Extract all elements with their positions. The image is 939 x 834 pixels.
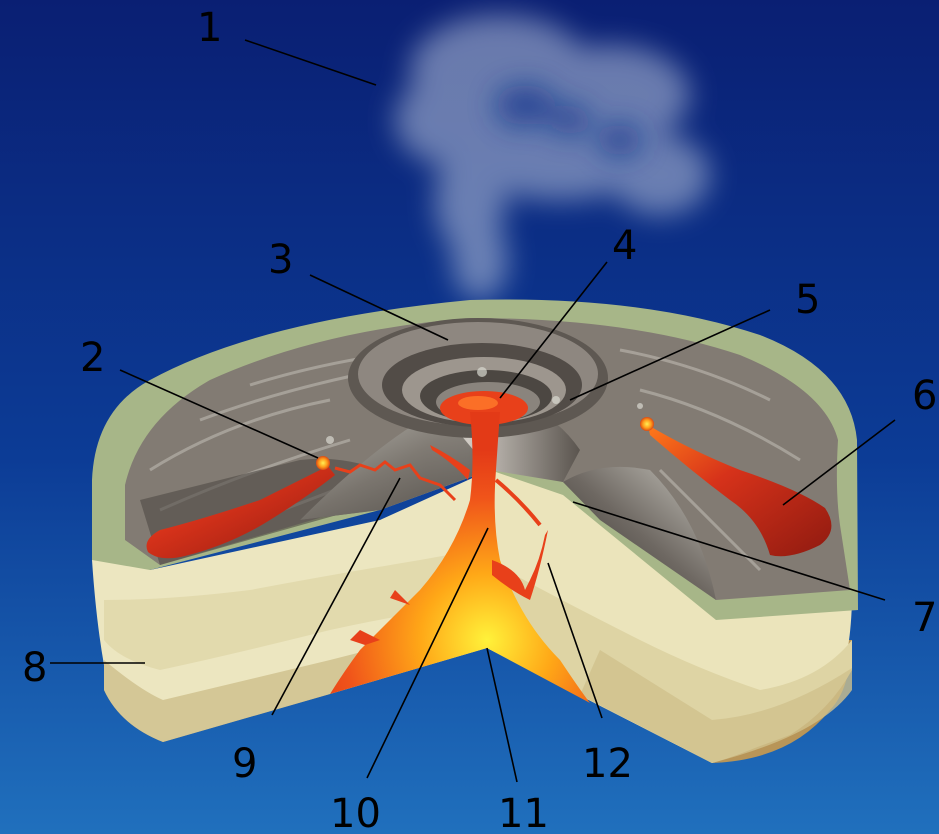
label-1: 1 (197, 8, 222, 48)
label-11: 11 (498, 794, 549, 834)
label-4: 4 (612, 226, 637, 266)
label-2: 2 (80, 338, 105, 378)
label-7: 7 (912, 598, 937, 638)
label-3: 3 (268, 240, 293, 280)
label-8: 8 (22, 648, 47, 688)
left-vent (316, 456, 330, 470)
label-10: 10 (330, 794, 381, 834)
label-6: 6 (912, 376, 937, 416)
label-5: 5 (795, 280, 820, 320)
right-vent (640, 417, 654, 431)
label-12: 12 (582, 744, 633, 784)
label-9: 9 (232, 744, 257, 784)
